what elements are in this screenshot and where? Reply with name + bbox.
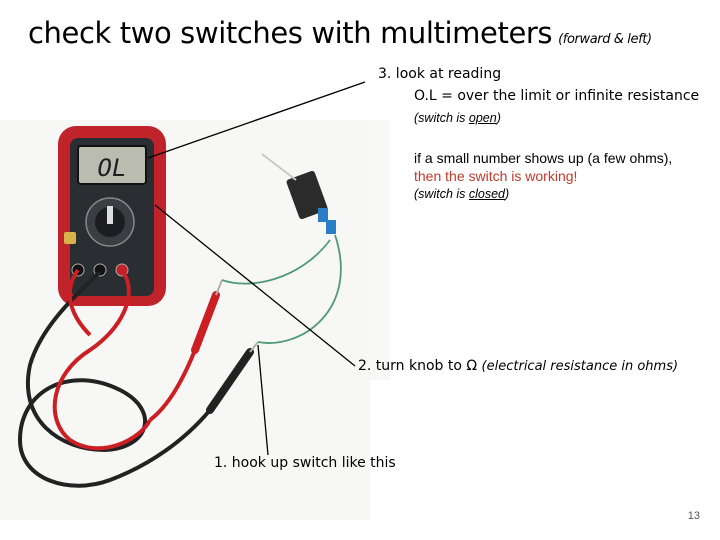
green-wire-2 — [257, 234, 342, 344]
step2-label: 2. turn knob to Ω (electrical resistance… — [358, 358, 679, 374]
slide-title: check two switches with multimeters (forw… — [28, 16, 652, 50]
black-probe — [109, 341, 259, 482]
step3-working-note: if a small number shows up (a few ohms),… — [414, 150, 673, 184]
switch-connector-1 — [318, 208, 328, 222]
step3-ol-line: O.L = over the limit or infinite resista… — [414, 88, 700, 104]
callout-line-2 — [154, 204, 356, 367]
step3-closed-note: (switch is closed) — [414, 187, 510, 201]
switch-body — [286, 170, 328, 220]
step3-heading: 3. look at reading — [378, 66, 502, 82]
title-main: check two switches with multimeters — [28, 16, 553, 50]
switch-connector-2 — [326, 220, 336, 234]
callout-line-1 — [257, 344, 269, 456]
step1-label: 1. hook up switch like this — [214, 455, 396, 471]
step3-open-note: (switch is open) — [414, 111, 501, 125]
meter-display — [77, 145, 147, 185]
title-subtitle: (forward & left) — [558, 32, 652, 47]
red-probe — [191, 279, 223, 354]
meter-hold-button — [64, 232, 76, 244]
multimeter: OL — [58, 126, 166, 306]
green-wire-1 — [221, 239, 331, 285]
test-leads — [17, 268, 197, 488]
micro-switch — [261, 153, 336, 234]
page-number: 13 — [687, 510, 700, 522]
black-lead-wire — [17, 270, 148, 488]
meter-knob-pointer — [107, 206, 113, 224]
switch-lever — [261, 153, 297, 181]
meter-display-reading: OL — [98, 154, 127, 182]
red-lead-wire — [52, 268, 152, 451]
red-probe-tip — [215, 279, 223, 296]
black-probe-tip — [249, 341, 259, 353]
multimeter-photo: OL — [0, 120, 390, 520]
callout-line-3 — [147, 81, 366, 159]
